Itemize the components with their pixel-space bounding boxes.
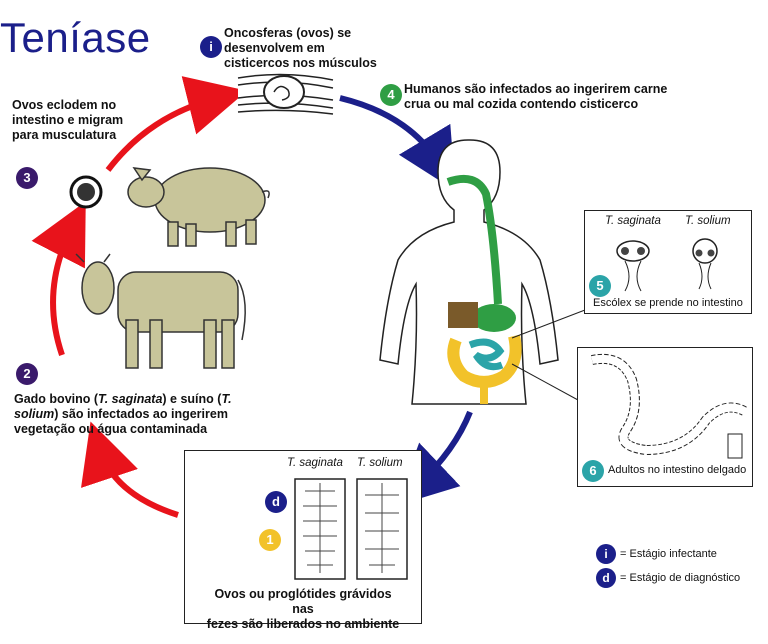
human-icon xyxy=(379,139,559,405)
cow-icon xyxy=(75,253,246,369)
legend-infective-icon: i xyxy=(596,544,616,564)
legend-diagnostic-icon: d xyxy=(596,568,616,588)
species-solium: T. solium xyxy=(685,215,731,227)
egg-icon xyxy=(69,175,103,209)
stage6-caption: Adultos no intestino delgado xyxy=(608,464,747,476)
scolex-icon xyxy=(616,238,718,292)
stage4-label: Humanos são infectados ao ingerirem carn… xyxy=(404,82,668,111)
arrow-2-to-3 xyxy=(31,201,86,356)
proglottid-icon xyxy=(294,478,408,580)
arrow-1-to-2 xyxy=(81,421,179,518)
legend: i = Estágio infectante d = Estágio de di… xyxy=(596,544,740,588)
stage5-caption: Escólex se prende no intestino xyxy=(593,297,743,309)
page-title: Teníase xyxy=(0,14,151,61)
arrow-top-to-4 xyxy=(339,95,456,191)
diagnostic-stage-icon: d xyxy=(265,491,287,513)
stage2-label: Gado bovino (T. saginata) e suíno (T. so… xyxy=(14,392,232,436)
stage3-label: Ovos eclodem no intestino e migram para … xyxy=(12,98,124,142)
stage6-box: 6 Adultos no intestino delgado xyxy=(577,347,753,487)
arrow-3-to-top xyxy=(105,76,248,172)
stage-top-label: Oncosferas (ovos) se desenvolvem em cist… xyxy=(224,26,377,70)
stage1-label: Ovos ou proglótides grávidos nas fezes s… xyxy=(206,587,400,631)
legend-diagnostic-label: = Estágio de diagnóstico xyxy=(620,572,741,584)
stage4-number: 4 xyxy=(380,84,402,106)
stage1-number: 1 xyxy=(259,529,281,551)
infective-stage-icon: i xyxy=(200,36,222,58)
legend-infective-label: = Estágio infectante xyxy=(620,548,717,560)
stage5-box: T. saginata T. solium 5 Escólex se prend… xyxy=(584,210,752,314)
species-saginata: T. saginata xyxy=(605,215,661,227)
stage1-species-solium: T. solium xyxy=(357,457,403,469)
stage2-number: 2 xyxy=(16,363,38,385)
arrow-human-to-1 xyxy=(396,410,473,506)
cysticercus-muscle-icon xyxy=(237,70,334,115)
stage3-number: 3 xyxy=(16,167,38,189)
stage5-number: 5 xyxy=(589,275,611,297)
adult-worm-icon xyxy=(591,354,749,459)
stage6-number: 6 xyxy=(582,460,604,482)
pig-icon xyxy=(127,167,270,247)
stage1-box: T. saginata T. solium d 1 Ovos ou progló… xyxy=(184,450,422,631)
stage1-species-saginata: T. saginata xyxy=(287,457,343,469)
